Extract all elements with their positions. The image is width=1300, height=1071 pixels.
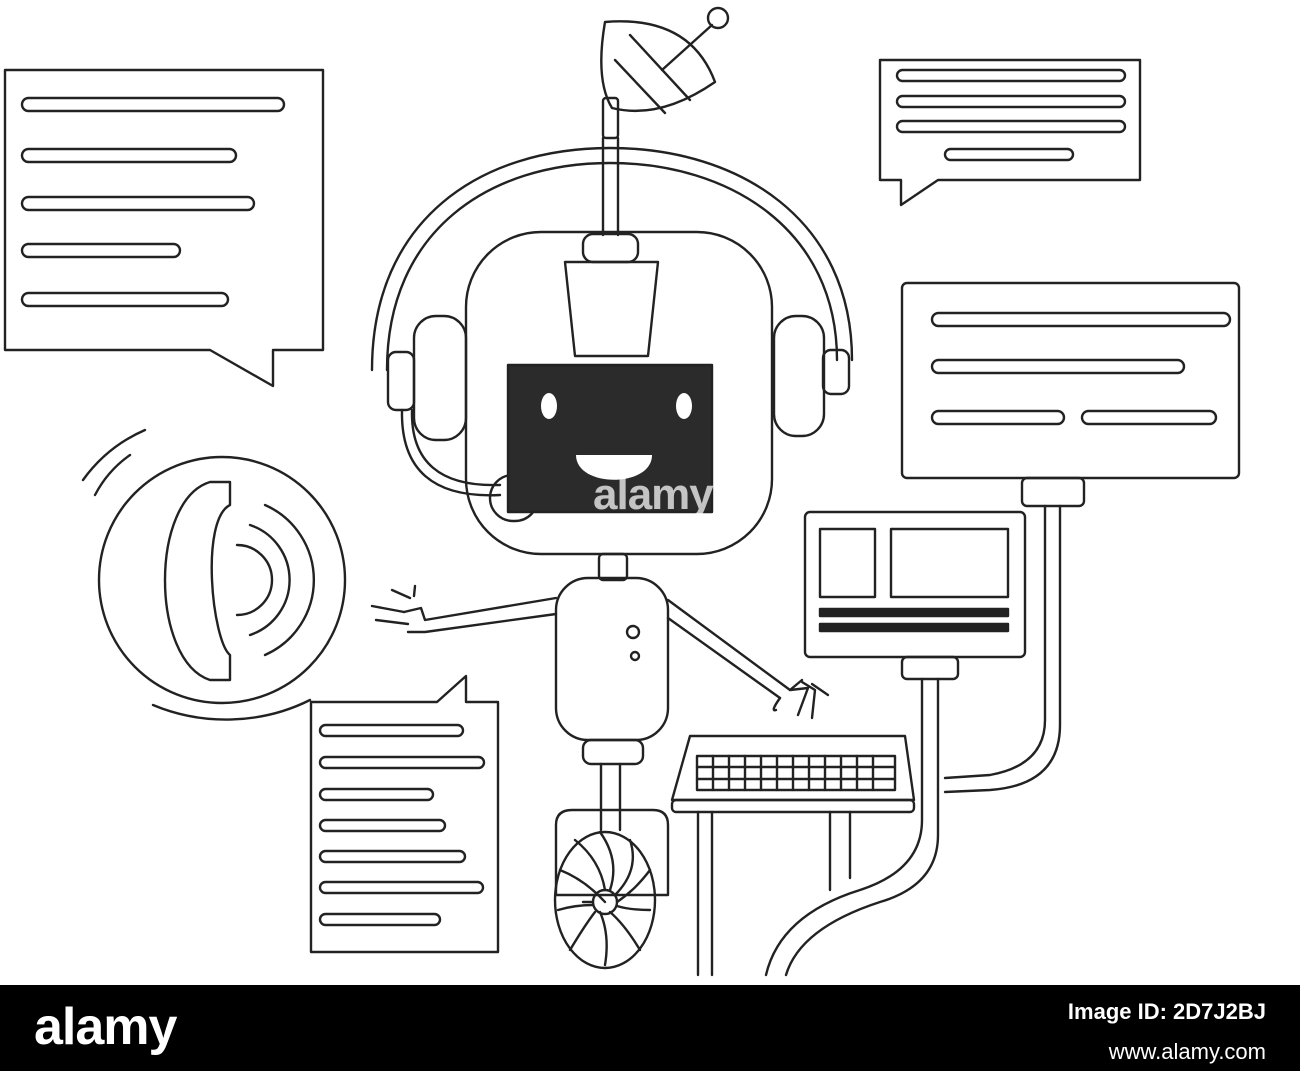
robot-head (464, 230, 774, 556)
footer-meta: Image ID: 2D7J2BJ www.alamy.com (1068, 999, 1266, 1065)
phone-call-icon (81, 428, 347, 721)
footer-url-link[interactable]: www.alamy.com (1108, 1039, 1266, 1064)
monitor (803, 510, 1027, 681)
keyboard (670, 734, 916, 977)
message-box-right (900, 281, 1241, 508)
speech-bubble-top-left (3, 68, 325, 388)
chatbot-illustration (3, 6, 1241, 977)
headphones (370, 146, 854, 523)
speech-bubble-bottom-left (309, 674, 500, 954)
image-id-label: Image ID: 2D7J2BJ (1067, 999, 1266, 1024)
footer-bar: alamy Image ID: 2D7J2BJ www.alamy.com (0, 985, 1300, 1071)
satellite-dish-icon (600, 6, 730, 237)
speech-bubble-top-right (878, 58, 1142, 207)
footer-logo[interactable]: alamy (34, 998, 177, 1056)
cables (764, 504, 1062, 977)
robot-body (370, 552, 830, 970)
